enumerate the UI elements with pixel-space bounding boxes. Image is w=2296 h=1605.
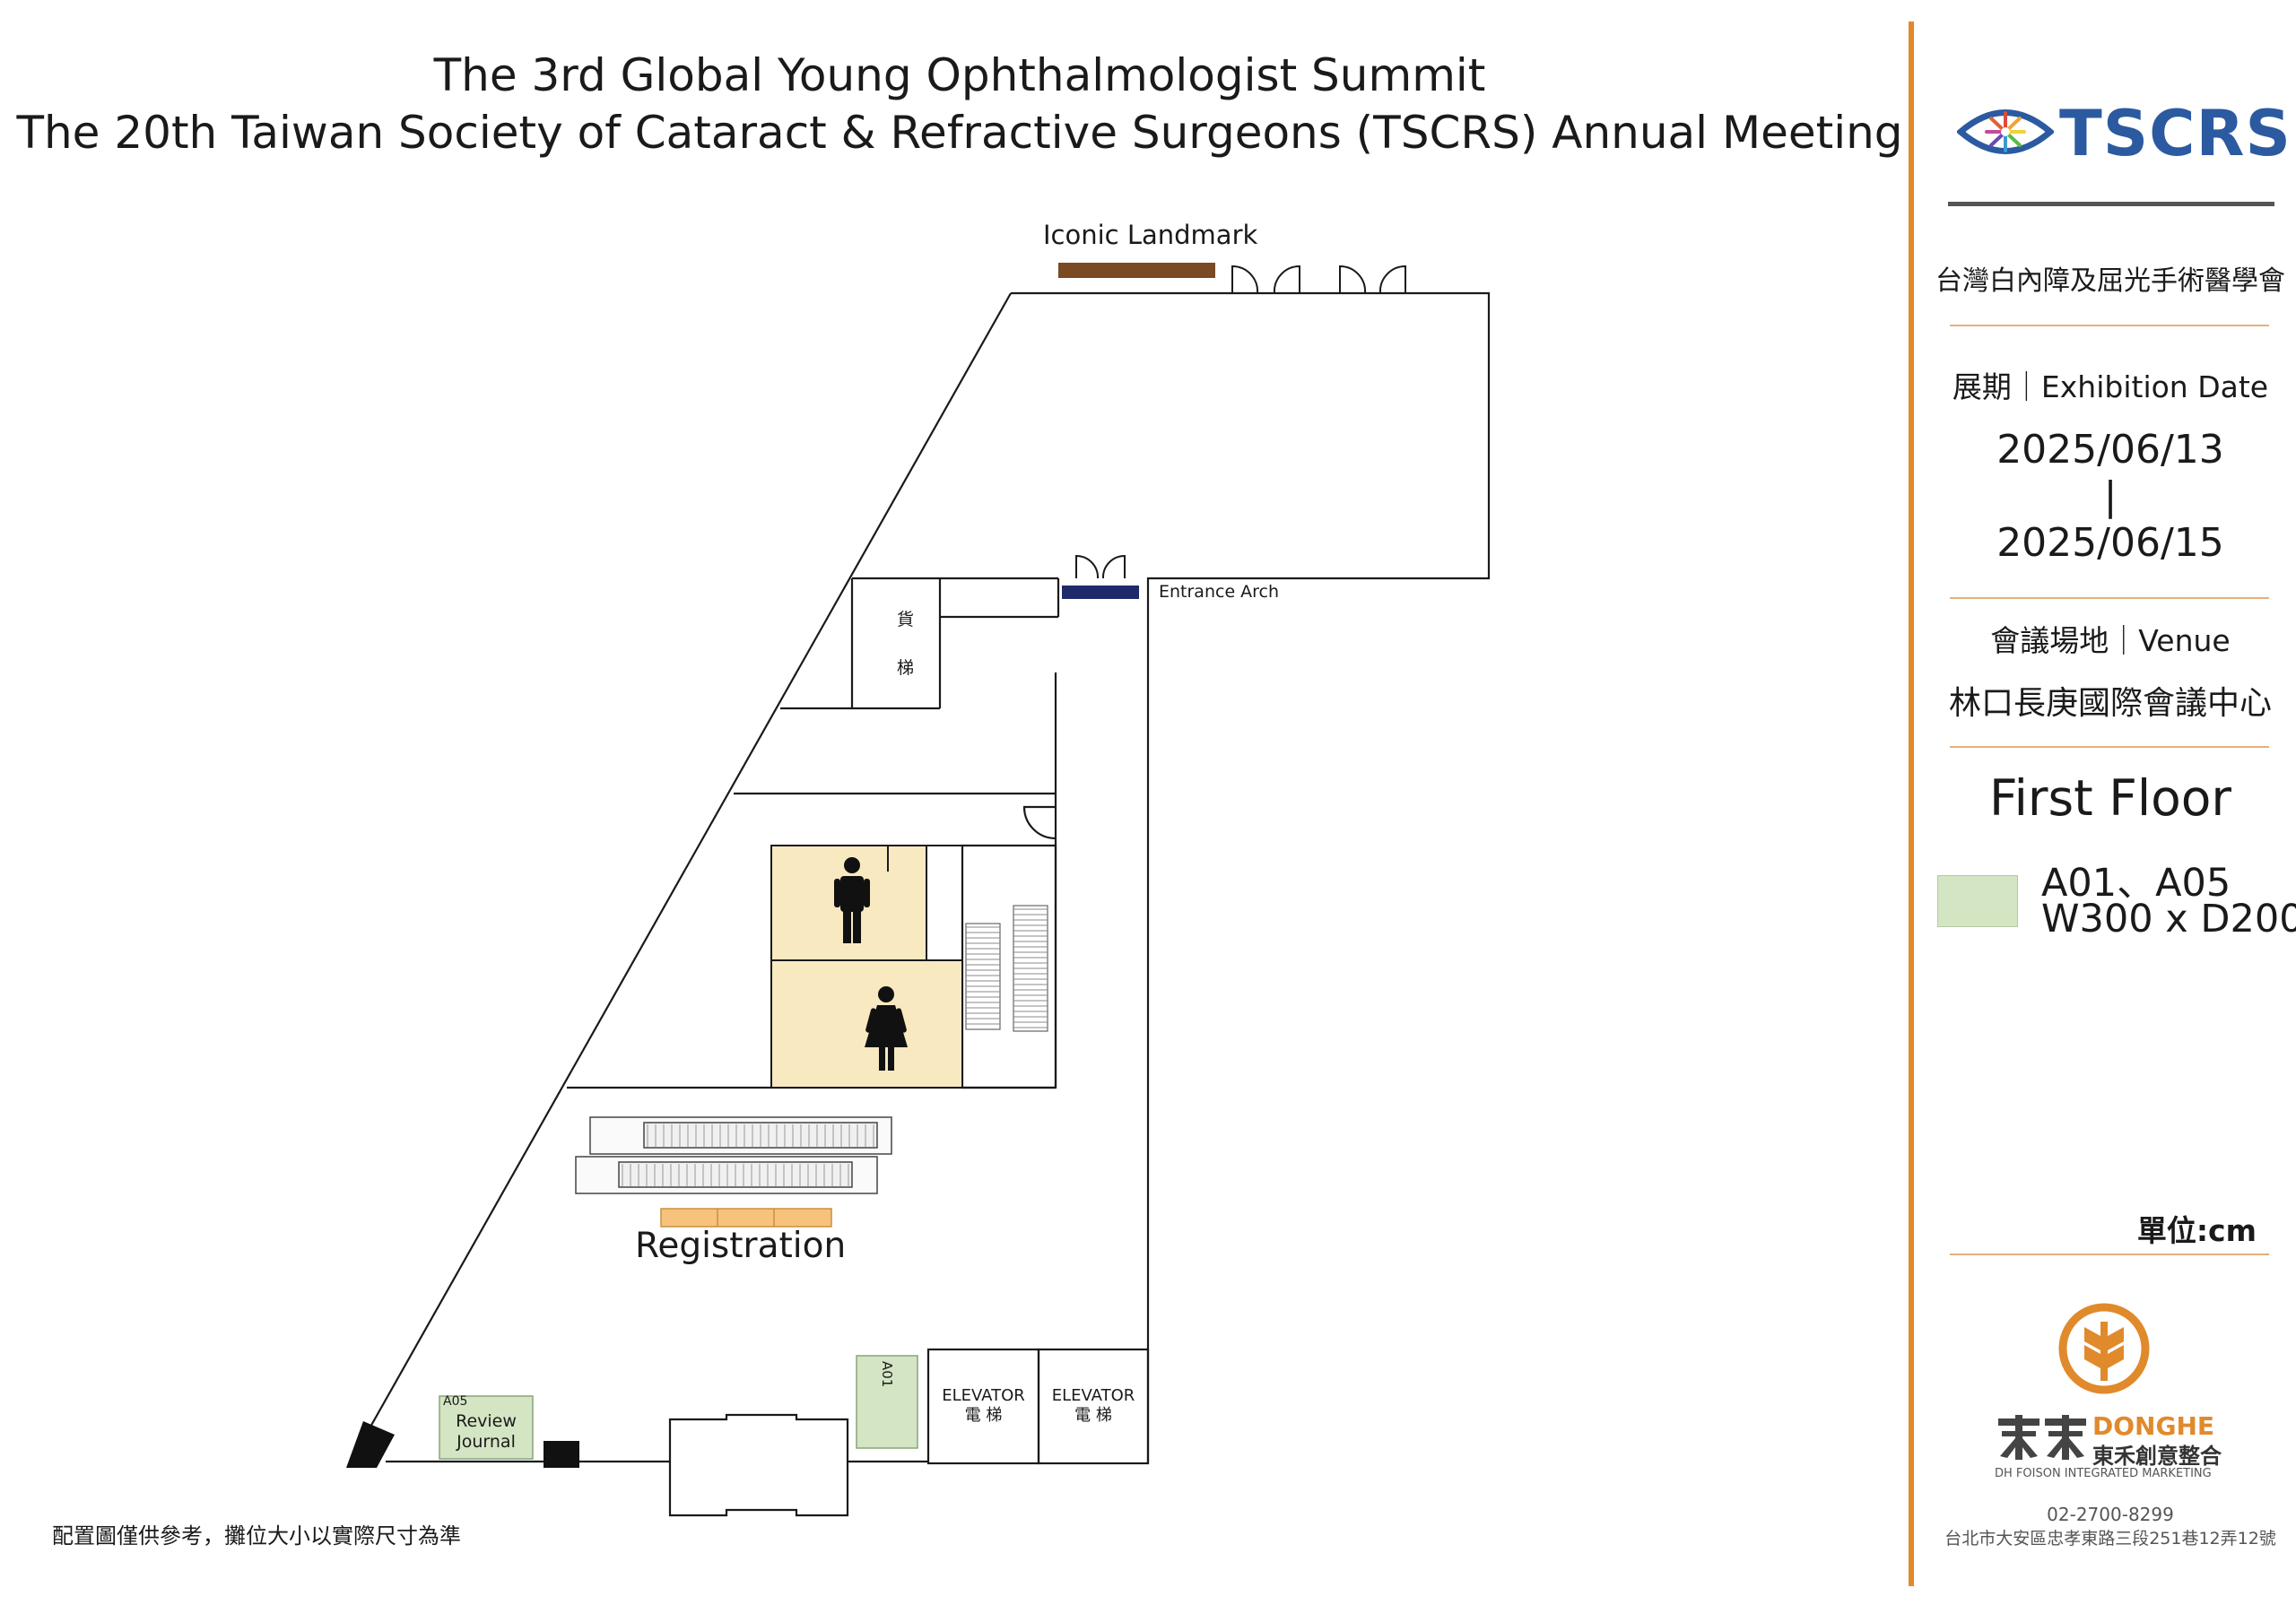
landmark-label: Iconic Landmark <box>1043 220 1258 250</box>
diagonal-outer-wall <box>349 292 1012 1464</box>
women-restroom-icon <box>865 986 908 1071</box>
floor-plan <box>346 263 1491 1517</box>
pillar <box>544 1441 579 1468</box>
elevator-2-label: ELEVATOR 電 梯 <box>1039 1386 1148 1426</box>
booth-a05-name: Review Journal <box>439 1411 533 1453</box>
page-title: The 3rd Global Young Ophthalmologist Sum… <box>0 47 1919 161</box>
double-doors <box>1075 265 1406 579</box>
booth-a05-id: A05 <box>443 1394 468 1409</box>
freight-elevator-label-1: 貨 <box>897 610 915 629</box>
venue-label: 會議場地｜Venue <box>1990 623 2231 658</box>
org-name-zh: 東禾創意整合 <box>2092 1444 2222 1469</box>
legend-booths: A01、A05 <box>2041 861 2231 906</box>
title-line-2: The 20th Taiwan Society of Cataract & Re… <box>16 107 1903 159</box>
corner-post <box>346 1421 395 1468</box>
disclaimer: 配置圖僅供參考，攤位大小以實際尺寸為準 <box>52 1523 461 1549</box>
upper-hall-outline <box>1011 291 1491 1463</box>
org-phone: 02-2700-8299 <box>2047 1504 2174 1525</box>
men-restroom-icon <box>834 857 870 943</box>
accent-rule <box>1909 22 1914 1586</box>
elevator-1-en: ELEVATOR <box>942 1386 1025 1405</box>
tscrs-eye-icon <box>1957 109 2054 154</box>
org-name-en: DONGHE <box>2092 1411 2215 1441</box>
booth-a01 <box>856 1355 918 1449</box>
elevator-2-zh: 電 梯 <box>1074 1406 1112 1425</box>
divider <box>1950 746 2269 748</box>
escalators <box>575 1116 892 1194</box>
booth-a01-id: A01 <box>879 1361 895 1388</box>
elevator-shaft <box>1037 1348 1150 1465</box>
date-label: 展期｜Exhibition Date <box>1952 369 2269 404</box>
entry-vestibule <box>668 1413 849 1517</box>
entrance-arch-bar <box>1062 586 1139 599</box>
org-address: 台北市大安區忠孝東路三段251巷12弄12號 <box>1944 1529 2276 1549</box>
legend-size: W300 x D200 <box>2041 897 2296 941</box>
tscrs-logo-text: TSCRS <box>2059 97 2292 170</box>
booth-a05-line-1: Review <box>456 1411 517 1431</box>
booth-a05 <box>439 1395 534 1460</box>
donghe-mark-icon <box>1998 1415 2086 1460</box>
logo-underline <box>1948 202 2274 206</box>
side-panel: TSCRS 台灣白內障及屈光手術醫學會 展期｜Exhibition Date 2… <box>1909 0 2296 1605</box>
entrance-label: Entrance Arch <box>1159 582 1280 602</box>
donghe-wheat-icon <box>2058 1303 2150 1394</box>
booth-a05-line-2: Journal <box>457 1432 516 1452</box>
door-swing <box>1022 805 1057 840</box>
iconic-landmark-bar <box>1058 263 1215 278</box>
society-name: 台灣白內障及屈光手術醫學會 <box>1935 265 2285 297</box>
booth-legend-swatch <box>1937 875 2018 927</box>
date-start: 2025/06/13 <box>1996 427 2224 473</box>
floor-title: First Floor <box>1988 769 2232 827</box>
date-separator: | <box>2103 473 2118 519</box>
venue-name: 林口長庚國際會議中心 <box>1948 685 2272 722</box>
restroom-women <box>770 959 963 1089</box>
registration-label: Registration <box>635 1226 847 1266</box>
freight-elevator-label-2: 梯 <box>897 658 915 678</box>
divider <box>1950 1254 2269 1255</box>
divider <box>1950 325 2269 326</box>
org-subtitle: DH FOISON INTEGRATED MARKETING <box>1995 1467 2212 1480</box>
date-end: 2025/06/15 <box>1996 520 2224 566</box>
registration-counter <box>660 1208 832 1228</box>
title-line-1: The 3rd Global Young Ophthalmologist Sum… <box>433 49 1486 101</box>
divider <box>1950 597 2269 599</box>
elevator-2-en: ELEVATOR <box>1051 1386 1135 1405</box>
unit-label: 單位:cm <box>2136 1213 2257 1248</box>
elevator-1-label: ELEVATOR 電 梯 <box>928 1386 1039 1426</box>
elevator-1-zh: 電 梯 <box>964 1406 1003 1425</box>
